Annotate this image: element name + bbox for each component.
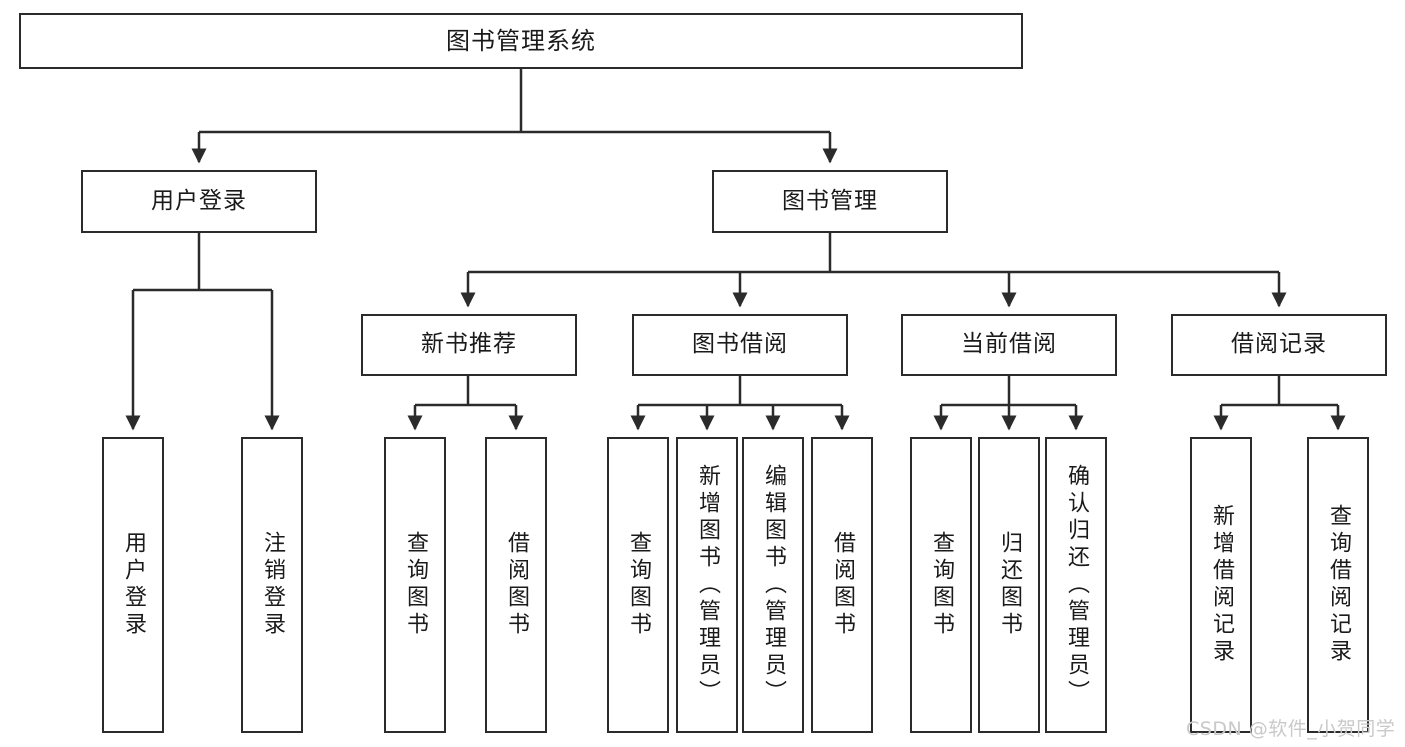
- node-user-login-label: 用户登录: [151, 187, 247, 214]
- node-leaf-add-book-label: 新增图书（管理员）: [695, 463, 720, 707]
- node-leaf-query-book-2-label: 查询图书: [626, 531, 651, 639]
- node-leaf-edit-book[interactable]: 编辑图书（管理员）: [742, 437, 804, 733]
- node-root-label: 图书管理系统: [446, 26, 596, 55]
- node-leaf-borrow-book-1-label: 借阅图书: [504, 531, 529, 639]
- node-leaf-edit-book-label: 编辑图书（管理员）: [761, 463, 786, 707]
- node-leaf-confirm-return-label: 确认归还（管理员）: [1064, 463, 1089, 707]
- node-leaf-confirm-return[interactable]: 确认归还（管理员）: [1045, 437, 1107, 733]
- node-book-management-label: 图书管理: [782, 187, 878, 214]
- node-book-borrow[interactable]: 图书借阅: [632, 314, 848, 376]
- node-leaf-query-book-1[interactable]: 查询图书: [384, 437, 446, 733]
- node-current-borrow-label: 当前借阅: [961, 331, 1057, 358]
- node-book-management[interactable]: 图书管理: [712, 170, 948, 233]
- node-leaf-query-book-3[interactable]: 查询图书: [910, 437, 972, 733]
- csdn-watermark: CSDN @软件_小贺同学: [1186, 718, 1396, 740]
- node-leaf-user-login-label: 用户登录: [121, 531, 146, 639]
- node-leaf-user-login[interactable]: 用户登录: [102, 437, 164, 733]
- node-current-borrow[interactable]: 当前借阅: [901, 314, 1117, 376]
- node-leaf-borrow-book-2-label: 借阅图书: [830, 531, 855, 639]
- node-new-book-recommend-label: 新书推荐: [421, 331, 517, 358]
- node-leaf-query-record[interactable]: 查询借阅记录: [1307, 437, 1369, 733]
- node-borrow-record[interactable]: 借阅记录: [1171, 314, 1387, 376]
- node-leaf-user-logout-label: 注销登录: [260, 531, 285, 639]
- node-leaf-query-book-2[interactable]: 查询图书: [607, 437, 669, 733]
- node-leaf-query-record-label: 查询借阅记录: [1326, 504, 1351, 666]
- node-leaf-user-logout[interactable]: 注销登录: [241, 437, 303, 733]
- node-leaf-query-book-3-label: 查询图书: [929, 531, 954, 639]
- node-book-borrow-label: 图书借阅: [692, 331, 788, 358]
- node-leaf-return-book-label: 归还图书: [997, 531, 1022, 639]
- node-user-login[interactable]: 用户登录: [81, 170, 317, 233]
- node-borrow-record-label: 借阅记录: [1231, 331, 1327, 358]
- node-new-book-recommend[interactable]: 新书推荐: [361, 314, 577, 376]
- node-leaf-add-record[interactable]: 新增借阅记录: [1190, 437, 1252, 733]
- node-leaf-add-record-label: 新增借阅记录: [1209, 504, 1234, 666]
- node-leaf-return-book[interactable]: 归还图书: [978, 437, 1040, 733]
- node-leaf-borrow-book-1[interactable]: 借阅图书: [485, 437, 547, 733]
- node-leaf-borrow-book-2[interactable]: 借阅图书: [811, 437, 873, 733]
- node-leaf-add-book[interactable]: 新增图书（管理员）: [676, 437, 738, 733]
- node-leaf-query-book-1-label: 查询图书: [403, 531, 428, 639]
- node-root[interactable]: 图书管理系统: [19, 13, 1023, 69]
